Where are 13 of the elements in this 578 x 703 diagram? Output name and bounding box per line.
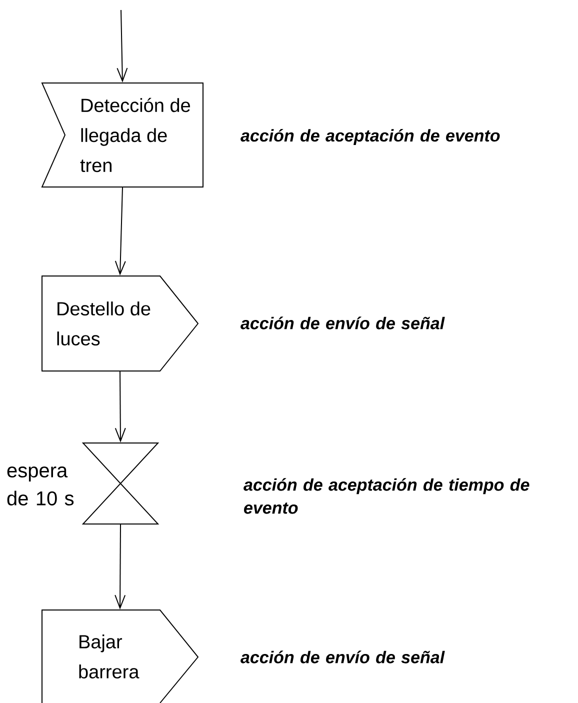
arrow <box>116 10 128 82</box>
action-description: acción de aceptación de evento <box>240 129 500 145</box>
action-description: acción de envío de señal <box>240 316 445 330</box>
action-description: acción de aceptación de tiempo de evento <box>244 478 530 514</box>
arrow <box>114 187 126 276</box>
hourglass-symbol <box>82 442 160 524</box>
arrow <box>114 524 126 610</box>
arrow <box>114 371 126 442</box>
action-description: acción de envío de señal <box>240 650 445 664</box>
send-signal-box: Destello de luces <box>42 276 199 372</box>
accept-event-box: Detección de llegada de tren <box>41 82 204 188</box>
send-signal-box: Bajar barrera <box>42 610 199 703</box>
duration-label: espera de 10 s <box>7 466 74 506</box>
